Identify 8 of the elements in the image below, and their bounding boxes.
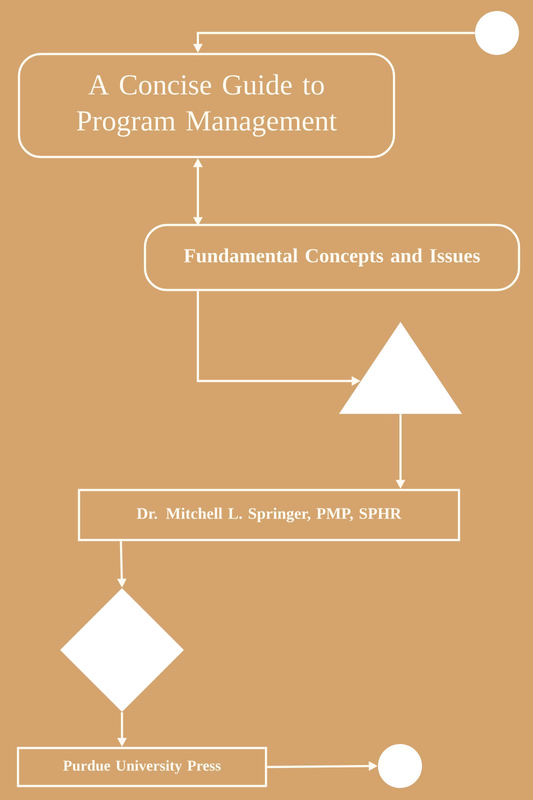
start-circle	[475, 11, 519, 55]
decision-diamond	[60, 588, 184, 712]
end-circle	[378, 744, 422, 788]
publisher-box: Purdue University Press	[16, 746, 268, 788]
triangle-symbol	[339, 322, 462, 414]
author-box: Dr. Mitchell L. Springer, PMP, SPHR	[78, 488, 460, 542]
process-box: Fundamental Concepts and Issues	[144, 224, 520, 292]
title-box: A Concise Guide to Program Management	[18, 52, 396, 158]
